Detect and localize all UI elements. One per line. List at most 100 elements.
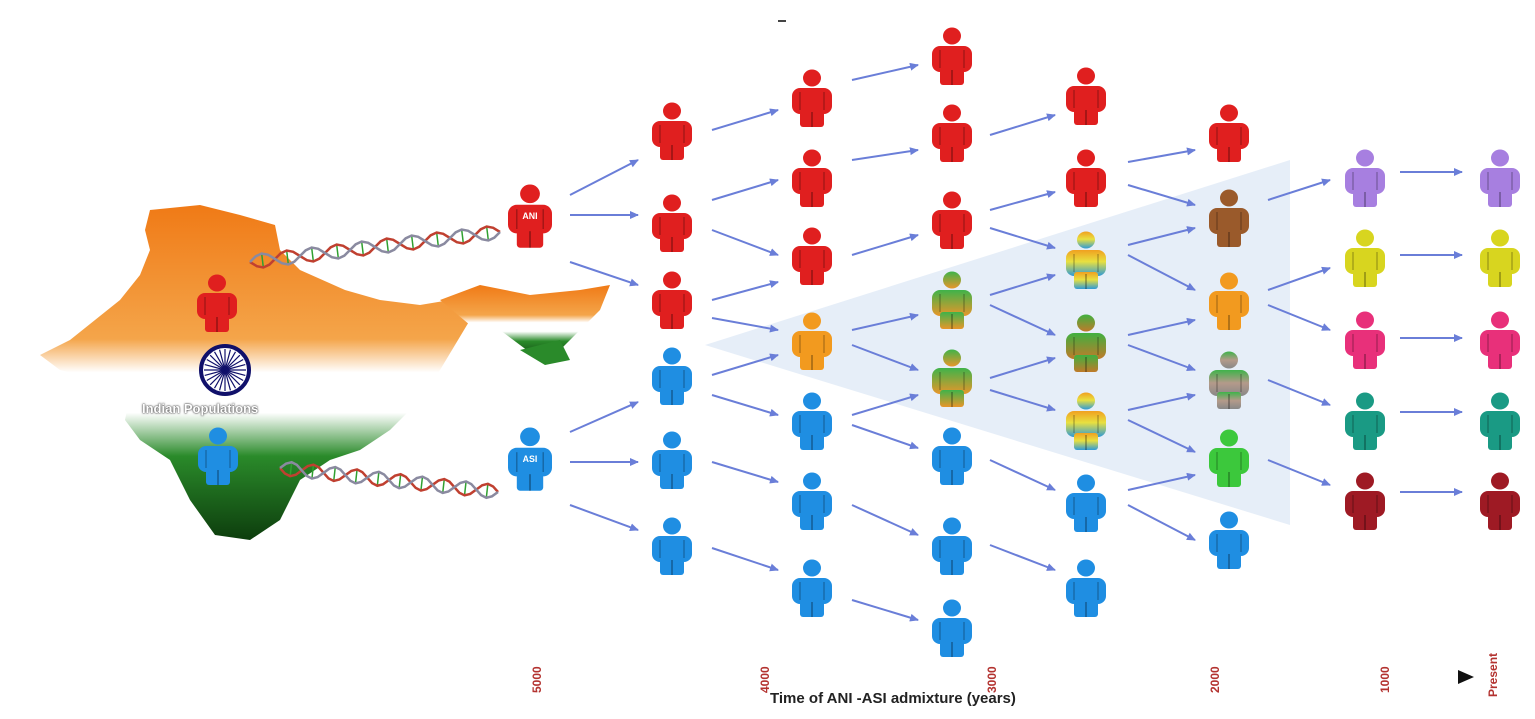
person-icon [1480,311,1520,369]
person-icon [932,599,972,657]
arrow-icon [851,504,919,536]
arrow-icon [989,190,1056,211]
arrow-icon [569,401,639,433]
ancestral-label: ASI [523,454,538,464]
arrow-icon [1127,419,1196,453]
arrow-icon [989,273,1056,296]
person-icon [1066,474,1106,532]
person-icon [932,104,972,162]
person-icon [792,392,832,450]
arrow-icon [1127,504,1196,541]
person-icon [198,427,238,485]
arrow-icon [1267,459,1331,486]
axis-tick-1000: 1000 [1378,666,1392,693]
arrow-icon [989,304,1056,336]
person-icon: ASI [508,427,552,491]
person-icon [932,517,972,575]
arrow-icon [1127,344,1196,371]
dna-helix-icon [249,225,501,269]
person-icon [1209,189,1249,247]
person-icon [1345,229,1385,287]
dna-helix-icon [279,460,499,500]
axis-tick-present: Present [1486,652,1500,697]
arrow-icon [851,147,919,161]
person-icon [1066,67,1106,125]
person-icon: ANI [508,184,552,248]
axis-tick-4000: 4000 [758,666,772,693]
arrow-icon [1127,317,1196,336]
arrow-icon [989,389,1056,412]
person-icon [1209,351,1249,409]
arrow-icon [711,280,779,301]
person-icon [792,227,832,285]
arrow-icon [989,459,1056,491]
arrow-icon [1267,304,1331,331]
person-icon [1209,429,1249,487]
arrow-icon [711,461,779,484]
arrow-icon [851,312,919,331]
person-icon [197,274,237,332]
arrow-icon [1267,379,1331,406]
arrow-icon [1127,254,1196,291]
person-icon [1066,149,1106,207]
person-icon [1066,559,1106,617]
arrow-icon [711,394,779,417]
arrow-icon [711,547,779,572]
arrow-icon [851,233,919,256]
people: ANI ASI [197,27,1520,657]
arrow-icon [851,393,919,416]
arrow-icon [989,227,1056,250]
person-icon [1066,392,1106,450]
person-icon [1480,392,1520,450]
arrow-icon [711,178,779,201]
person-icon [1209,511,1249,569]
person-icon [652,431,692,489]
person-icon [932,271,972,329]
arrows [569,62,1463,622]
person-icon [792,472,832,530]
arrow-icon [711,353,779,376]
person-icon [1345,472,1385,530]
person-icon [652,517,692,575]
person-icon [932,27,972,85]
arrow-icon [989,356,1056,379]
person-icon [1345,149,1385,207]
person-icon [932,349,972,407]
person-icon [652,194,692,252]
person-icon [1066,314,1106,372]
arrow-icon [1127,147,1196,163]
map-label: Indian Populations [142,401,259,416]
person-icon [792,69,832,127]
axis-tick-5000: 5000 [530,666,544,693]
person-icon [1480,472,1520,530]
arrow-icon [851,424,919,450]
arrow-icon [1127,472,1196,491]
person-icon [1209,104,1249,162]
person-icon [792,559,832,617]
arrow-icon [569,261,639,287]
india-map-icon [40,205,610,540]
ashoka-chakra-icon [199,344,251,396]
arrow-icon [1127,226,1196,246]
arrow-icon [1127,392,1196,411]
person-icon [792,312,832,370]
person-icon [652,347,692,405]
arrow-icon [851,599,919,622]
person-icon [1345,392,1385,450]
arrow-icon [569,159,639,196]
arrow-icon [711,229,779,256]
person-icon [1480,229,1520,287]
ancestral-label: ANI [522,211,537,221]
arrow-icon [989,544,1056,571]
person-icon [932,427,972,485]
arrow-icon [711,317,779,333]
person-icon [1209,272,1249,330]
arrow-icon [989,113,1056,136]
arrow-icon [1267,266,1331,291]
person-icon [792,149,832,207]
arrow-icon [1267,178,1331,201]
person-icon [932,191,972,249]
person-icon [1480,149,1520,207]
